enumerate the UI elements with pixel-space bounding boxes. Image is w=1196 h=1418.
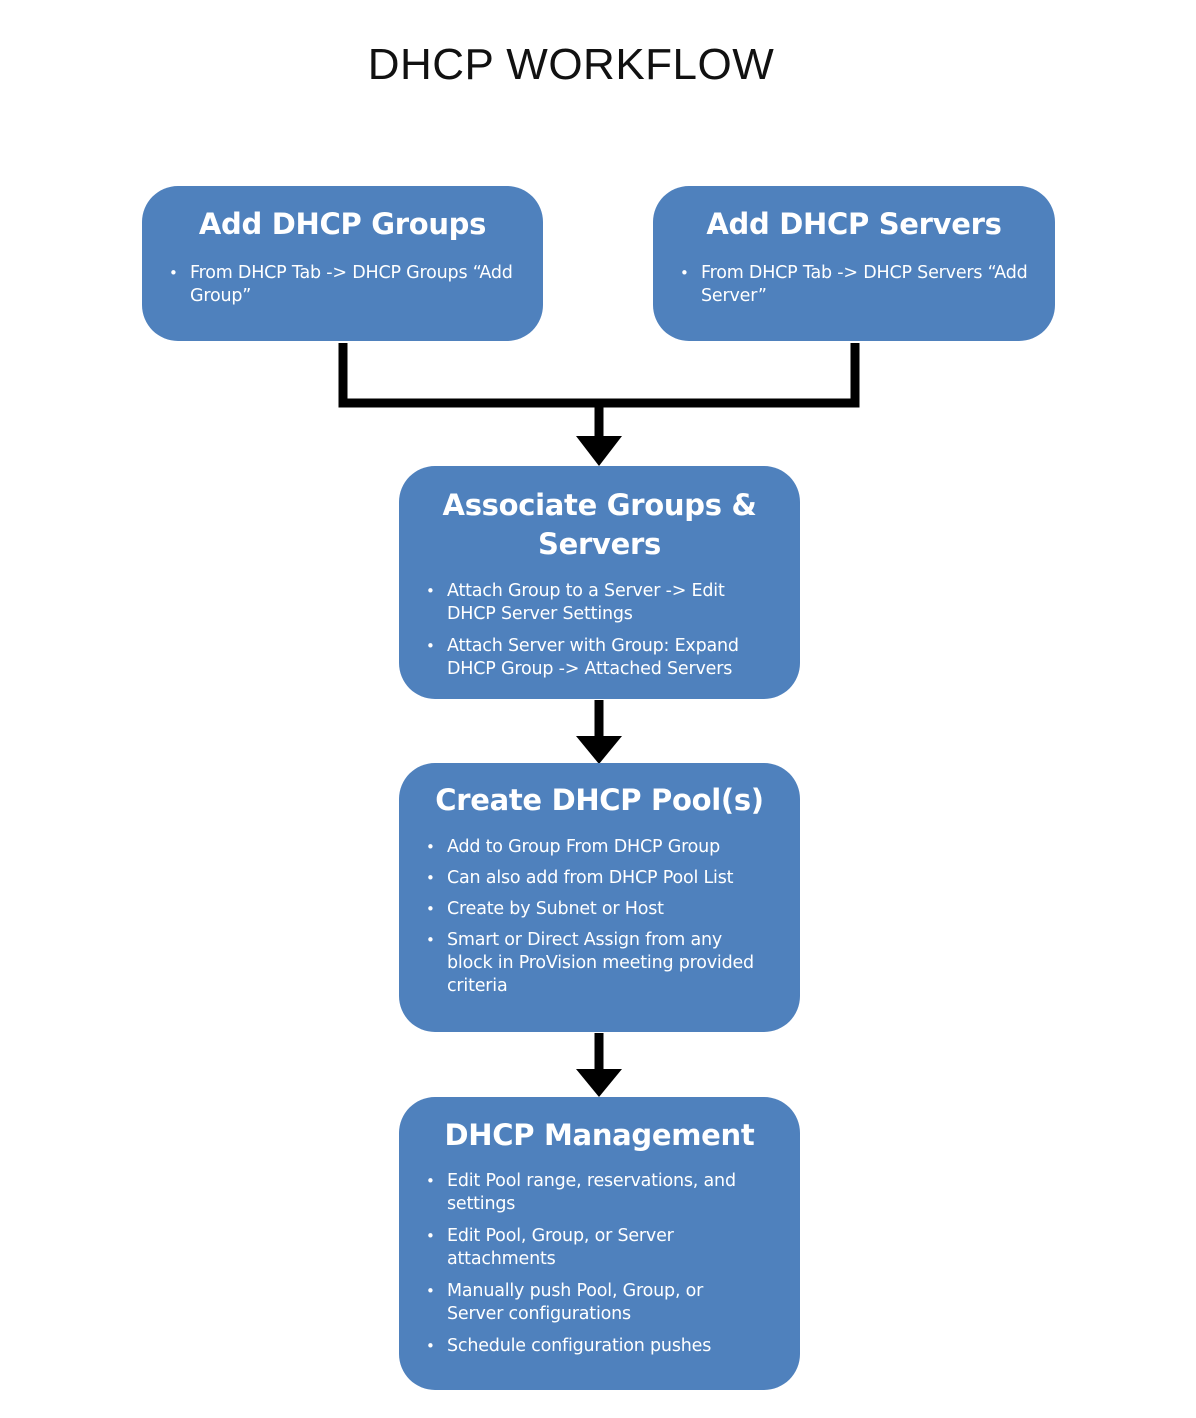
- box-title: DHCP Management: [444, 1118, 755, 1152]
- bullet-item: Smart or Direct Assign from any block in…: [423, 929, 800, 998]
- bullet-list: From DHCP Tab -> DHCP Groups “Add Group”: [142, 262, 543, 308]
- bullet-item: Schedule configuration pushes: [423, 1335, 800, 1358]
- arrow-head-2: [576, 736, 622, 764]
- add-dhcp-servers-box: Add DHCP Servers From DHCP Tab -> DHCP S…: [653, 186, 1055, 341]
- box-title: Create DHCP Pool(s): [435, 783, 764, 817]
- bullet-list: Attach Group to a Server -> Edit DHCP Se…: [399, 580, 800, 681]
- bullet-item: Add to Group From DHCP Group: [423, 836, 800, 859]
- add-dhcp-groups-box: Add DHCP Groups From DHCP Tab -> DHCP Gr…: [142, 186, 543, 341]
- bullet-item: From DHCP Tab -> DHCP Servers “Add Serve…: [677, 262, 1055, 308]
- bullet-list: Add to Group From DHCP Group Can also ad…: [399, 836, 800, 998]
- arrow-head-3: [576, 1069, 622, 1097]
- merge-connector: [338, 343, 860, 408]
- bullet-item: From DHCP Tab -> DHCP Groups “Add Group”: [166, 262, 543, 308]
- bullet-list: From DHCP Tab -> DHCP Servers “Add Serve…: [653, 262, 1055, 308]
- bullet-item: Can also add from DHCP Pool List: [423, 867, 800, 890]
- associate-groups-servers-box: Associate Groups & Servers Attach Group …: [399, 466, 800, 699]
- bullet-item: Edit Pool range, reservations, and setti…: [423, 1170, 800, 1216]
- create-dhcp-pools-box: Create DHCP Pool(s) Add to Group From DH…: [399, 763, 800, 1032]
- merge-arrow-head: [576, 436, 622, 466]
- box-title: Add DHCP Groups: [198, 207, 487, 241]
- box-title: Associate Groups & Servers: [442, 488, 757, 561]
- box-title: Add DHCP Servers: [706, 207, 1002, 241]
- bullet-item: Attach Group to a Server -> Edit DHCP Se…: [423, 580, 800, 626]
- bullet-item: Attach Server with Group: Expand DHCP Gr…: [423, 635, 800, 681]
- bullet-list: Edit Pool range, reservations, and setti…: [399, 1170, 800, 1358]
- bullet-item: Create by Subnet or Host: [423, 898, 800, 921]
- bullet-item: Manually push Pool, Group, or Server con…: [423, 1280, 800, 1326]
- dhcp-management-box: DHCP Management Edit Pool range, reserva…: [399, 1097, 800, 1390]
- page-title: DHCP WORKFLOW: [367, 40, 775, 89]
- bullet-item: Edit Pool, Group, or Server attachments: [423, 1225, 800, 1271]
